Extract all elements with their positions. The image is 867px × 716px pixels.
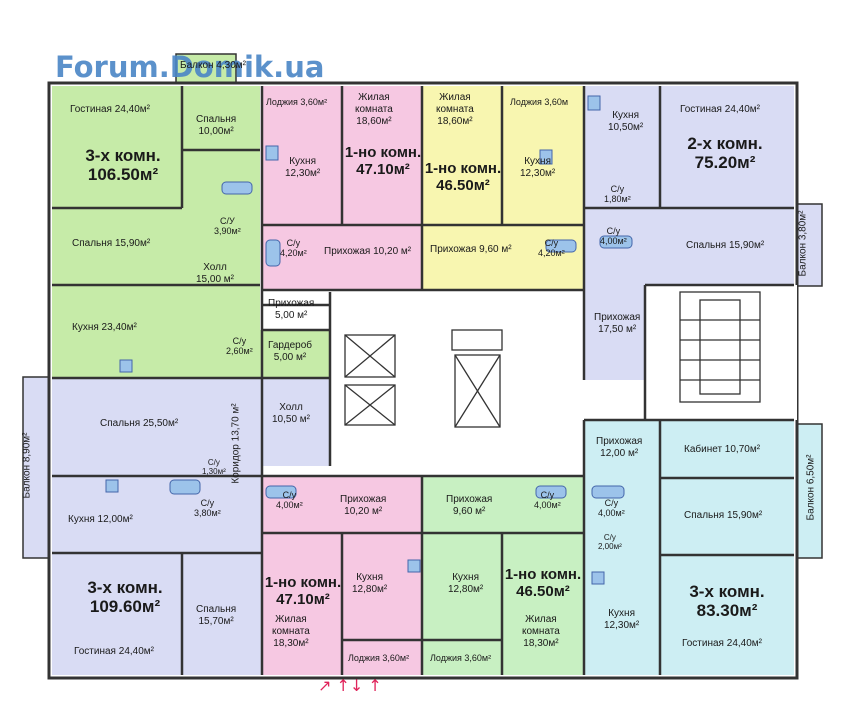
room-n2-entry: Прихожая 9,60 м² [430,244,512,255]
room-n1-entry: Прихожая 10,20 м² [324,246,412,257]
room-nw-living: Гостиная 24,40м² [70,104,150,115]
fixtures [105,95,633,585]
balcony-top [175,53,237,85]
handwritten-scribble: ↗ ↑↓ ↑ [318,676,382,695]
room-n2-loggia: Лоджия 3,60м [510,97,569,107]
apartment-nw-label: 3-х комн.106.50м² [85,146,161,184]
apartment-sw-label: 3-х комн.109.60м² [87,578,163,616]
room-sw-balcony: Балкон 8,90м² [21,432,33,499]
room-se-balcony: Балкон 6,50м² [805,454,817,521]
room-s1-loggia: Лоджия 3,60м² [348,653,410,663]
room-ne-living: Гостиная 24,40м² [680,104,760,115]
apartment-se-label: 3-х комн.83.30м² [689,582,765,620]
apartment-n1-label: 1-но комн.47.10м² [344,144,422,178]
room-sw-bed-big: Спальня 25,50м² [100,418,179,429]
apartment-ne-label: 2-х комн.75.20м² [687,134,763,172]
room-ne-balcony: Балкон 3,80м² [797,210,809,277]
room-se-study: Кабинет 10,70м² [684,444,761,455]
apartment-s2-label: 1-но комн.46.50м² [504,566,582,600]
balcony-east [795,203,823,287]
room-nw-kitchen: Кухня 23,40м² [72,322,137,333]
apartment-se-area [584,420,794,675]
core-elements [344,291,761,428]
balcony-southeast [795,423,823,559]
room-ne-bed: Спальня 15,90м² [686,240,765,251]
room-sw-living: Гостиная 24,40м² [74,646,154,657]
apartment-s1-label: 1-но комн.47.10м² [264,574,342,608]
walls [52,86,794,675]
room-nw-bed: Спальня 15,90м² [72,238,151,249]
apartment-ne-area [584,86,794,380]
room-sw-kitchen: Кухня 12,00м² [68,514,133,525]
room-n1-loggia: Лоджия 3,60м² [266,97,328,107]
watermark: Forum.Domik.ua [55,50,325,84]
apartment-n2-label: 1-но комн.46.50м² [424,160,502,194]
room-s2-loggia: Лоджия 3,60м² [430,653,492,663]
apartment-sw-area [52,378,330,675]
room-se-living: Гостиная 24,40м² [682,638,762,649]
room-balcony-top: Балкон 4,30м² [180,60,246,71]
apartment-nw-area [52,86,330,378]
room-se-bed: Спальня 15,90м² [684,510,763,521]
room-sw-corridor: Коридор 13,70 м² [230,403,242,484]
balcony-west [22,376,50,559]
